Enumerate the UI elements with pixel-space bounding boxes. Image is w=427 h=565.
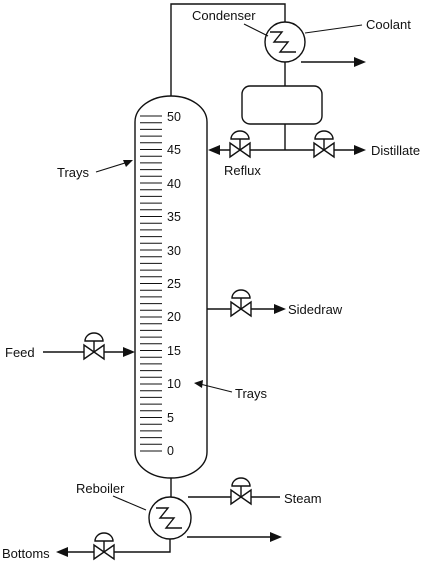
bottoms-line xyxy=(66,539,171,553)
reflux-arrowhead xyxy=(208,145,220,155)
feed-arrowhead xyxy=(123,347,135,357)
trays-bottom-arrowhead xyxy=(194,380,203,388)
distillate-label: Distillate xyxy=(371,143,420,158)
tray-number-35: 35 xyxy=(167,210,181,224)
sidedraw-label: Sidedraw xyxy=(288,302,343,317)
tray-numbers: 50 45 40 35 30 25 20 15 10 5 0 xyxy=(167,110,181,458)
sidedraw-arrowhead xyxy=(274,304,286,314)
coolant-line xyxy=(304,24,363,34)
distillate-arrowhead xyxy=(354,145,366,155)
bottoms-valve-icon xyxy=(93,532,115,561)
feed-valve-icon xyxy=(83,332,105,361)
coolant-out-arrowhead xyxy=(354,57,366,67)
condenser-coil-icon xyxy=(270,31,296,53)
tray-number-15: 15 xyxy=(167,344,181,358)
condenser-leader xyxy=(243,23,269,37)
trays-top-arrowhead xyxy=(123,160,133,167)
trays-bottom-leader xyxy=(199,383,233,393)
reboiler-leader xyxy=(112,495,147,511)
distillate-valve-icon xyxy=(313,130,335,159)
feed-label: Feed xyxy=(5,345,35,360)
tray-number-20: 20 xyxy=(167,310,181,324)
bottoms-arrowhead xyxy=(56,547,68,557)
trays-bottom-label: Trays xyxy=(235,386,268,401)
tray-number-40: 40 xyxy=(167,177,181,191)
reboiler xyxy=(148,496,192,540)
tray-lines xyxy=(140,115,162,452)
bottoms-label: Bottoms xyxy=(2,546,50,561)
tray-number-10: 10 xyxy=(167,377,181,391)
reboiler-coil-icon xyxy=(156,507,182,529)
column-shell xyxy=(134,95,208,479)
coolant-label: Coolant xyxy=(366,17,411,32)
steam-label: Steam xyxy=(284,491,322,506)
condenser-label: Condenser xyxy=(192,8,256,23)
reboiler-out-arrowhead xyxy=(270,532,282,542)
reboiler-label: Reboiler xyxy=(76,481,125,496)
tray-number-25: 25 xyxy=(167,277,181,291)
steam-valve-icon xyxy=(230,477,252,506)
trays-top-leader xyxy=(95,161,129,173)
tray-number-50: 50 xyxy=(167,110,181,124)
tray-number-30: 30 xyxy=(167,244,181,258)
reflux-label: Reflux xyxy=(224,163,261,178)
reflux-drum xyxy=(241,85,323,125)
reflux-valve-icon xyxy=(229,130,251,159)
trays-top-label: Trays xyxy=(57,165,90,180)
sidedraw-valve-icon xyxy=(230,289,252,318)
tray-number-5: 5 xyxy=(167,411,174,425)
condenser xyxy=(264,21,306,63)
tray-number-45: 45 xyxy=(167,143,181,157)
tray-number-0: 0 xyxy=(167,444,174,458)
overhead-vapor-line xyxy=(170,3,286,96)
